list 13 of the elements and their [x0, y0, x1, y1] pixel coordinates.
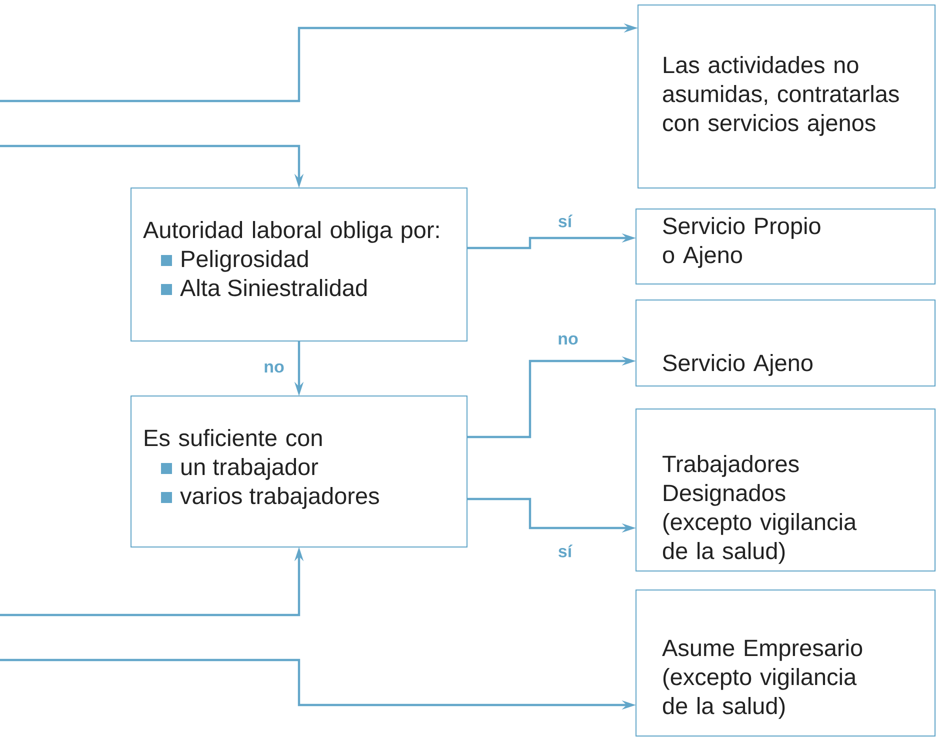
edge-label: sí [558, 214, 573, 228]
process-box: Trabajadores Designados (excepto vigilancia de la salud) [636, 408, 936, 572]
list-item: Alta Siniestralidad [161, 278, 367, 296]
list-item: un trabajador [161, 458, 318, 480]
list-item: Peligrosidad [161, 250, 308, 272]
list-item: varios trabajadores [161, 486, 379, 509]
process-box: Servicio Ajeno [636, 300, 936, 386]
process-box: Servicio Propio o Ajeno [636, 208, 936, 284]
edge-label: sí [558, 544, 573, 558]
edge-label: no [558, 335, 578, 345]
edge-label: no [264, 363, 284, 373]
process-box: Asume Empresario (excepto vigilancia de la salud) [636, 590, 936, 736]
process-box: Las actividades no asumidas, contratarlas con servicios ajenos [638, 4, 936, 188]
